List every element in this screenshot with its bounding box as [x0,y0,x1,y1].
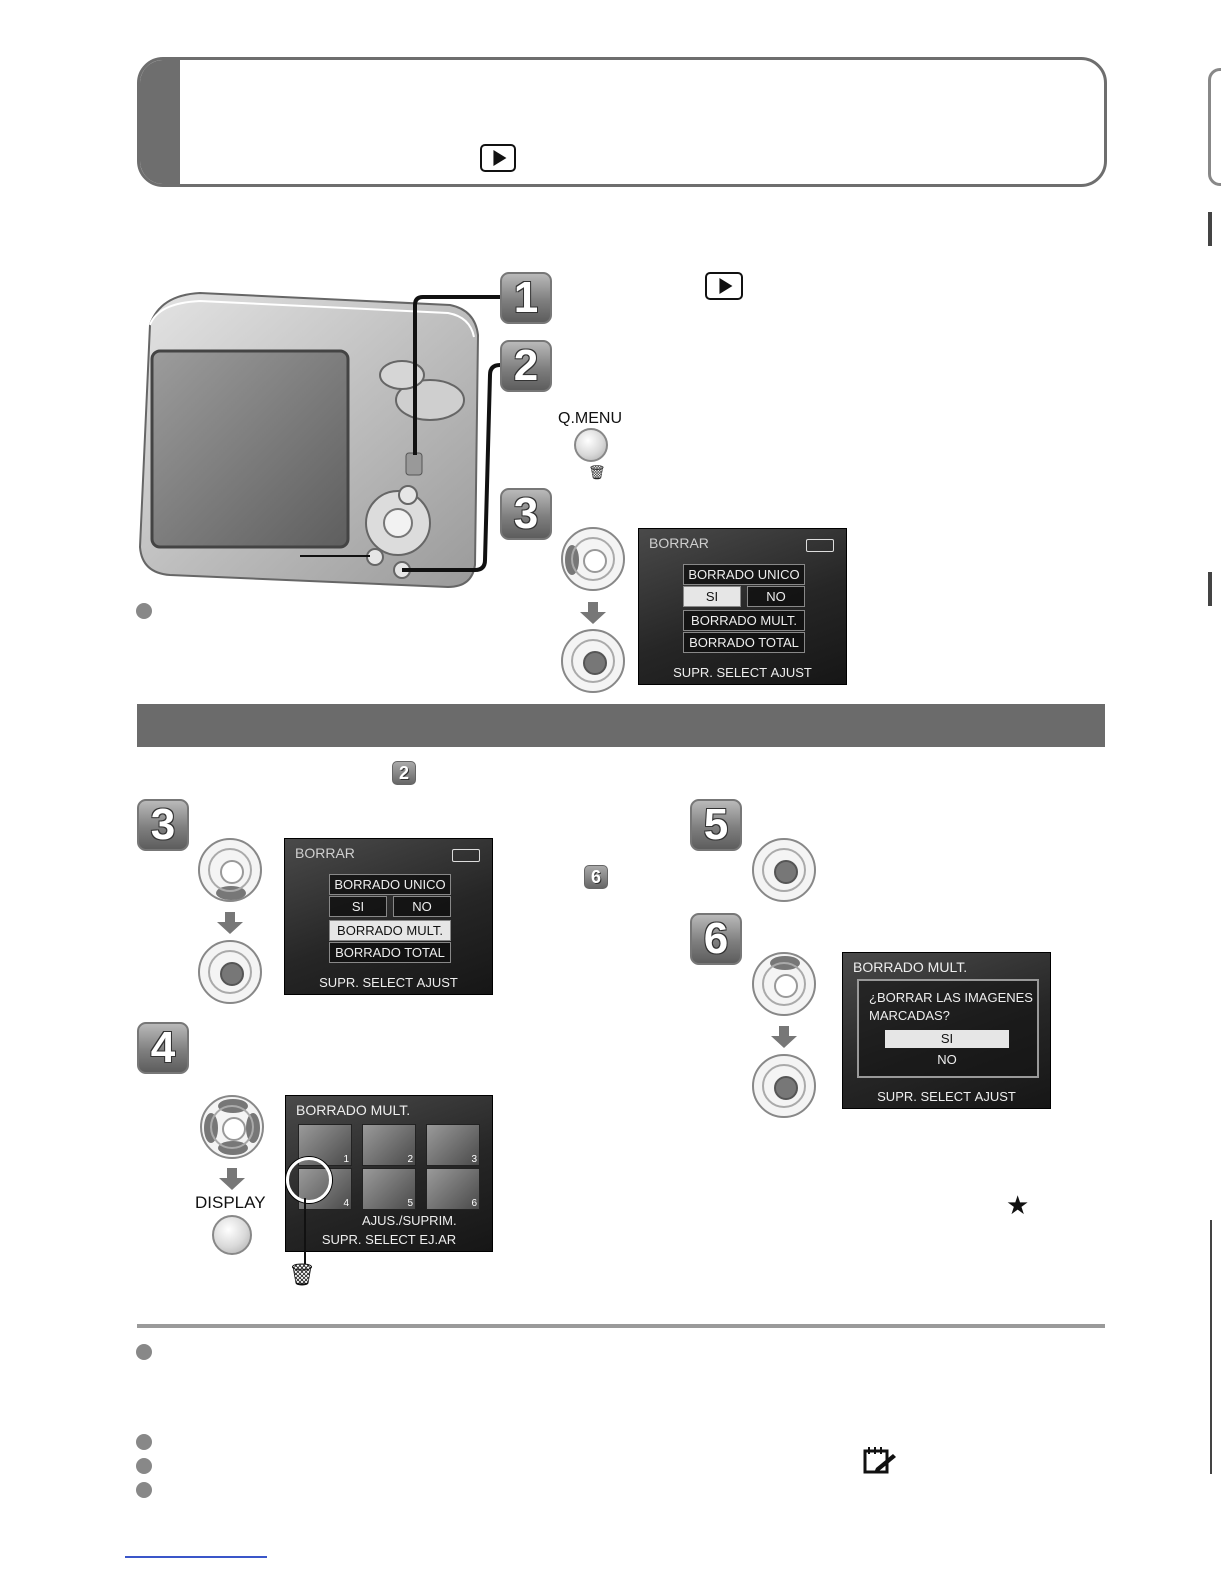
screen-confirm-delete: BORRADO MULT. ¿BORRAR LAS IMAGENES MARCA… [842,952,1051,1109]
header-tab [140,60,180,184]
screen-title: BORRADO MULT. [853,959,968,975]
nav-pad-center[interactable] [752,838,816,902]
battery-icon [452,849,480,862]
screen-borrar-mult-select: BORRAR BORRADO UNICO SI NO BORRADO MULT.… [284,838,493,995]
display-button[interactable] [212,1215,252,1255]
thumbnail: 5 [362,1168,416,1210]
confirm-question-line2: MARCADAS? [869,1008,950,1023]
nav-pad-center[interactable] [561,629,625,693]
battery-icon [806,539,834,552]
thumbnail: 6 [426,1168,480,1210]
confirm-no: NO [937,1052,957,1067]
menu-no: NO [393,896,451,917]
screen-title: BORRADO MULT. [296,1102,411,1118]
menu-borrado-total: BORRADO TOTAL [683,632,805,653]
footer-link-underline [125,1556,267,1558]
screen-footer: SUPR. SELECT EJ.AR [321,1232,457,1247]
bullet-dot [136,1434,152,1450]
delete-mark-icon: 🗑 [288,1262,316,1287]
arrow-down-icon [219,1168,245,1190]
header-box [137,57,1107,187]
thumbnail: 2 [362,1124,416,1166]
screen-footer: SUPR. SELECT AJUST [877,1089,1016,1104]
step-badge-1: 1 [500,272,552,324]
screen-footer: SUPR. SELECT AJUST [673,665,812,680]
trash-icon: 🗑 [588,464,606,480]
menu-si: SI [683,586,741,607]
screen-footer: SUPR. SELECT AJUST [319,975,458,990]
star-symbol: ★ [1006,1190,1030,1220]
menu-borrado-unico: BORRADO UNICO [683,564,805,585]
confirm-question-line1: ¿BORRAR LAS IMAGENES [869,990,1033,1005]
bullet-dot [136,603,152,619]
notes-divider [137,1324,1105,1328]
section-bar [137,704,1105,747]
page-edge-tab [1208,68,1221,186]
screen-title: BORRAR [649,535,709,551]
selection-pointer-line [304,1198,306,1264]
menu-borrado-unico: BORRADO UNICO [329,874,451,895]
thumbnail: 3 [426,1124,480,1166]
screen-borrar: BORRAR BORRADO UNICO SI NO BORRADO MULT.… [638,528,847,685]
nav-pad-center[interactable] [752,1054,816,1118]
bullet-dot [136,1344,152,1360]
menu-no: NO [747,586,805,607]
screen-title: BORRAR [295,845,355,861]
step-badge-6: 6 [690,913,742,965]
step-ref-2: 2 [392,761,416,785]
menu-borrado-total: BORRADO TOTAL [329,942,451,963]
page-edge-line [1210,1220,1212,1474]
bullet-dot [136,1458,152,1474]
confirm-dialog [857,979,1039,1078]
step-badge-3: 3 [500,488,552,540]
step-badge-3-multi: 3 [137,799,189,851]
arrow-down-icon [580,602,606,624]
qmenu-label: Q.MENU [558,410,622,427]
nav-pad-down[interactable] [198,838,262,902]
nav-pad-all-directions[interactable] [200,1095,264,1159]
arrow-down-icon [771,1026,797,1048]
step-badge-4: 4 [137,1022,189,1074]
menu-borrado-mult: BORRADO MULT. [683,610,805,631]
selection-circle [286,1157,332,1203]
screen-action-label: AJUS./SUPRIM. [362,1213,457,1228]
display-label: DISPLAY [195,1193,266,1212]
menu-si: SI [329,896,387,917]
arrow-down-icon [217,912,243,934]
step-ref-6: 6 [584,865,608,889]
step-badge-5: 5 [690,799,742,851]
camera-illustration [138,291,502,589]
confirm-yes: SI [885,1030,1009,1048]
page-edge-mark [1208,212,1212,246]
note-icon [863,1447,896,1474]
playback-icon [480,144,516,172]
nav-pad-center[interactable] [198,940,262,1004]
bullet-dot [136,1482,152,1498]
step-badge-2: 2 [500,340,552,392]
playback-icon [705,272,743,300]
qmenu-button[interactable] [574,428,608,462]
nav-pad-up[interactable] [752,952,816,1016]
nav-pad-left[interactable] [561,527,625,591]
page-edge-mark [1208,572,1212,606]
menu-borrado-mult: BORRADO MULT. [329,920,451,941]
